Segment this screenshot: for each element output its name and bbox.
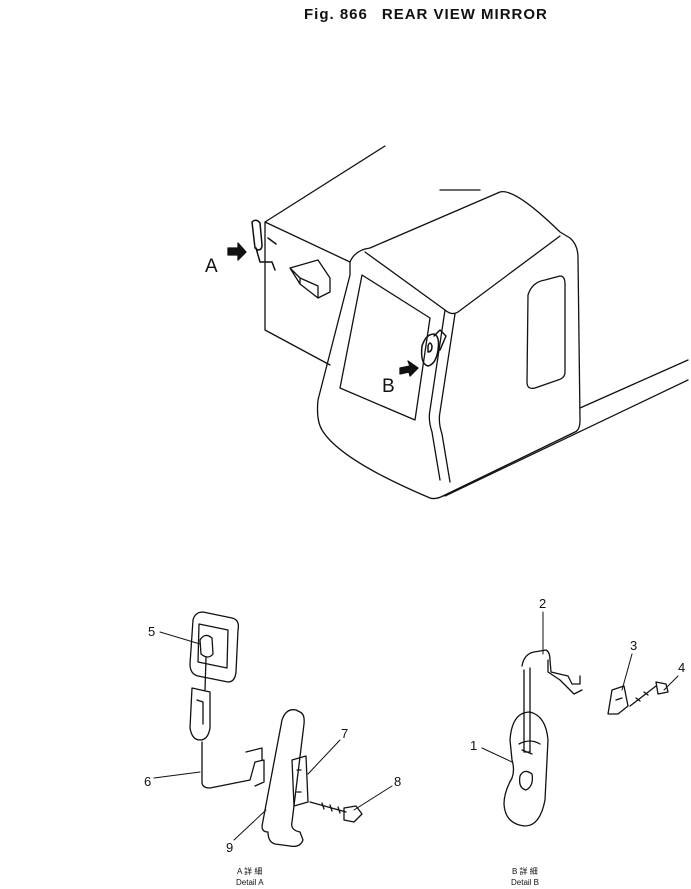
detail-b-caption-jp: B 詳 細	[512, 866, 538, 876]
detail-a-caption-jp: A 詳 細	[237, 866, 262, 876]
detail-a-assembly	[189, 611, 363, 848]
part-number-5: 5	[148, 624, 155, 639]
figure-number: Fig. 866	[304, 6, 368, 23]
cab-mirror-b	[420, 329, 447, 367]
part-5-mirror	[189, 611, 240, 683]
cab-outline	[316, 191, 581, 500]
leader-lines	[153, 611, 679, 841]
cab-front-window	[339, 274, 431, 421]
part-number-2: 2	[539, 596, 546, 611]
detail-b-caption: Detail B	[511, 878, 539, 887]
callout-b: B	[382, 376, 395, 397]
leader-9	[233, 809, 267, 841]
leader-7	[307, 739, 341, 775]
cab-roof	[364, 235, 561, 315]
cab-side-window	[526, 275, 566, 390]
arrow-to-b	[399, 360, 419, 377]
leader-8	[353, 785, 393, 811]
part-6-bracket	[189, 687, 265, 789]
part-3-clip	[607, 685, 629, 715]
part-7-plate	[291, 755, 309, 807]
part-8-bolt	[309, 801, 363, 823]
leader-4	[663, 675, 679, 691]
callout-a: A	[205, 256, 218, 277]
part-number-9: 9	[226, 840, 233, 855]
figure-name: REAR VIEW MIRROR	[381, 6, 548, 23]
part-number-6: 6	[144, 774, 151, 789]
part-number-7: 7	[341, 726, 348, 741]
leader-1	[481, 747, 513, 763]
part-number-8: 8	[394, 774, 401, 789]
leader-6	[153, 771, 201, 779]
part-number-3: 3	[630, 638, 637, 653]
arrow-to-a	[227, 242, 247, 261]
machine-illustration	[227, 145, 689, 500]
cab-front-post	[428, 309, 456, 483]
part-1-mirror	[503, 711, 549, 827]
body-mirror-a	[251, 219, 277, 271]
body-toolbox	[289, 259, 331, 299]
part-number-4: 4	[678, 660, 685, 675]
detail-b-assembly	[503, 649, 669, 827]
part-9-handle	[261, 709, 305, 848]
part-number-1: 1	[470, 738, 477, 753]
detail-a-caption: Detail A	[236, 878, 264, 887]
part-2-arm	[521, 649, 583, 755]
machine-body	[264, 145, 481, 366]
part-4-bolt	[629, 681, 669, 707]
track-frame	[444, 359, 689, 497]
part-5-mount	[199, 634, 214, 691]
leader-3	[621, 653, 633, 691]
figure-title: Fig. 866 REAR VIEW MIRROR	[304, 6, 562, 23]
leader-5	[159, 631, 201, 645]
